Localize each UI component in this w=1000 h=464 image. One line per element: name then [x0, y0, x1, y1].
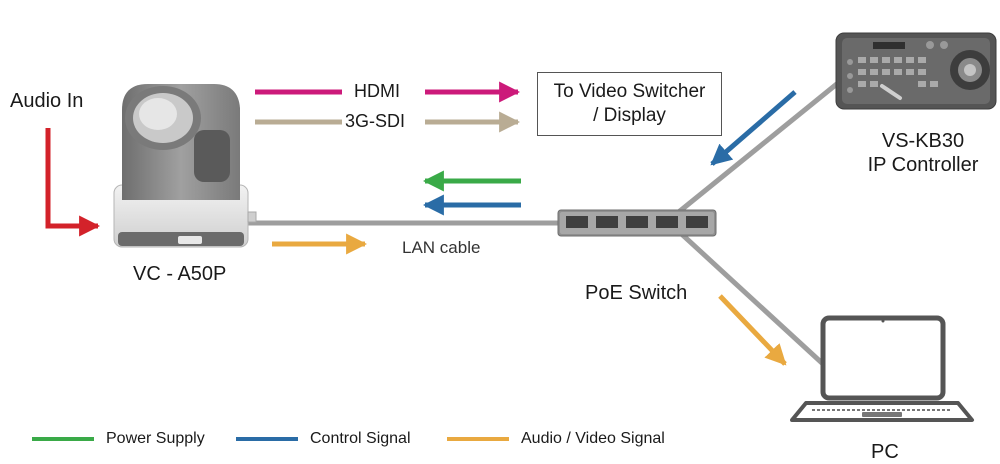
controller-cable-line [673, 81, 840, 217]
laptop-icon [790, 315, 974, 422]
legend-label-power: Power Supply [106, 430, 205, 447]
lan-cable-label: LAN cable [402, 238, 481, 257]
legend-av-signal: Audio / Video Signal [447, 430, 665, 448]
av-arrow-pc [718, 294, 787, 366]
audio-in-arrow [45, 128, 101, 237]
control-arrow-controller [710, 90, 797, 166]
hdmi-label: HDMI [354, 81, 400, 101]
legend-power-supply: Power Supply [32, 430, 205, 448]
legend-swatch-power [32, 437, 94, 441]
camera-label: VC - A50P [133, 263, 227, 285]
poe-switch-label: PoE Switch [585, 282, 688, 304]
destination-line1: To Video Switcher [553, 81, 706, 102]
legend-label-control: Control Signal [310, 430, 411, 447]
pc-cable-line [673, 226, 837, 377]
destination-box: To Video Switcher / Display [537, 72, 722, 136]
ip-controller-icon [835, 32, 997, 110]
ptz-camera-icon [113, 84, 257, 248]
legend-swatch-av [447, 437, 509, 441]
legend-label-av: Audio / Video Signal [521, 430, 665, 447]
destination-line2: / Display [593, 105, 666, 126]
controller-model-label: VS-KB30 [881, 130, 965, 152]
legend-swatch-control [236, 437, 298, 441]
controller-type-label: IP Controller [867, 154, 979, 176]
legend-control-signal: Control Signal [236, 430, 411, 448]
pc-label: PC [871, 441, 899, 463]
audio-in-label: Audio In [10, 90, 84, 112]
poe-switch-icon [557, 209, 717, 237]
sdi-label: 3G-SDI [345, 111, 406, 131]
